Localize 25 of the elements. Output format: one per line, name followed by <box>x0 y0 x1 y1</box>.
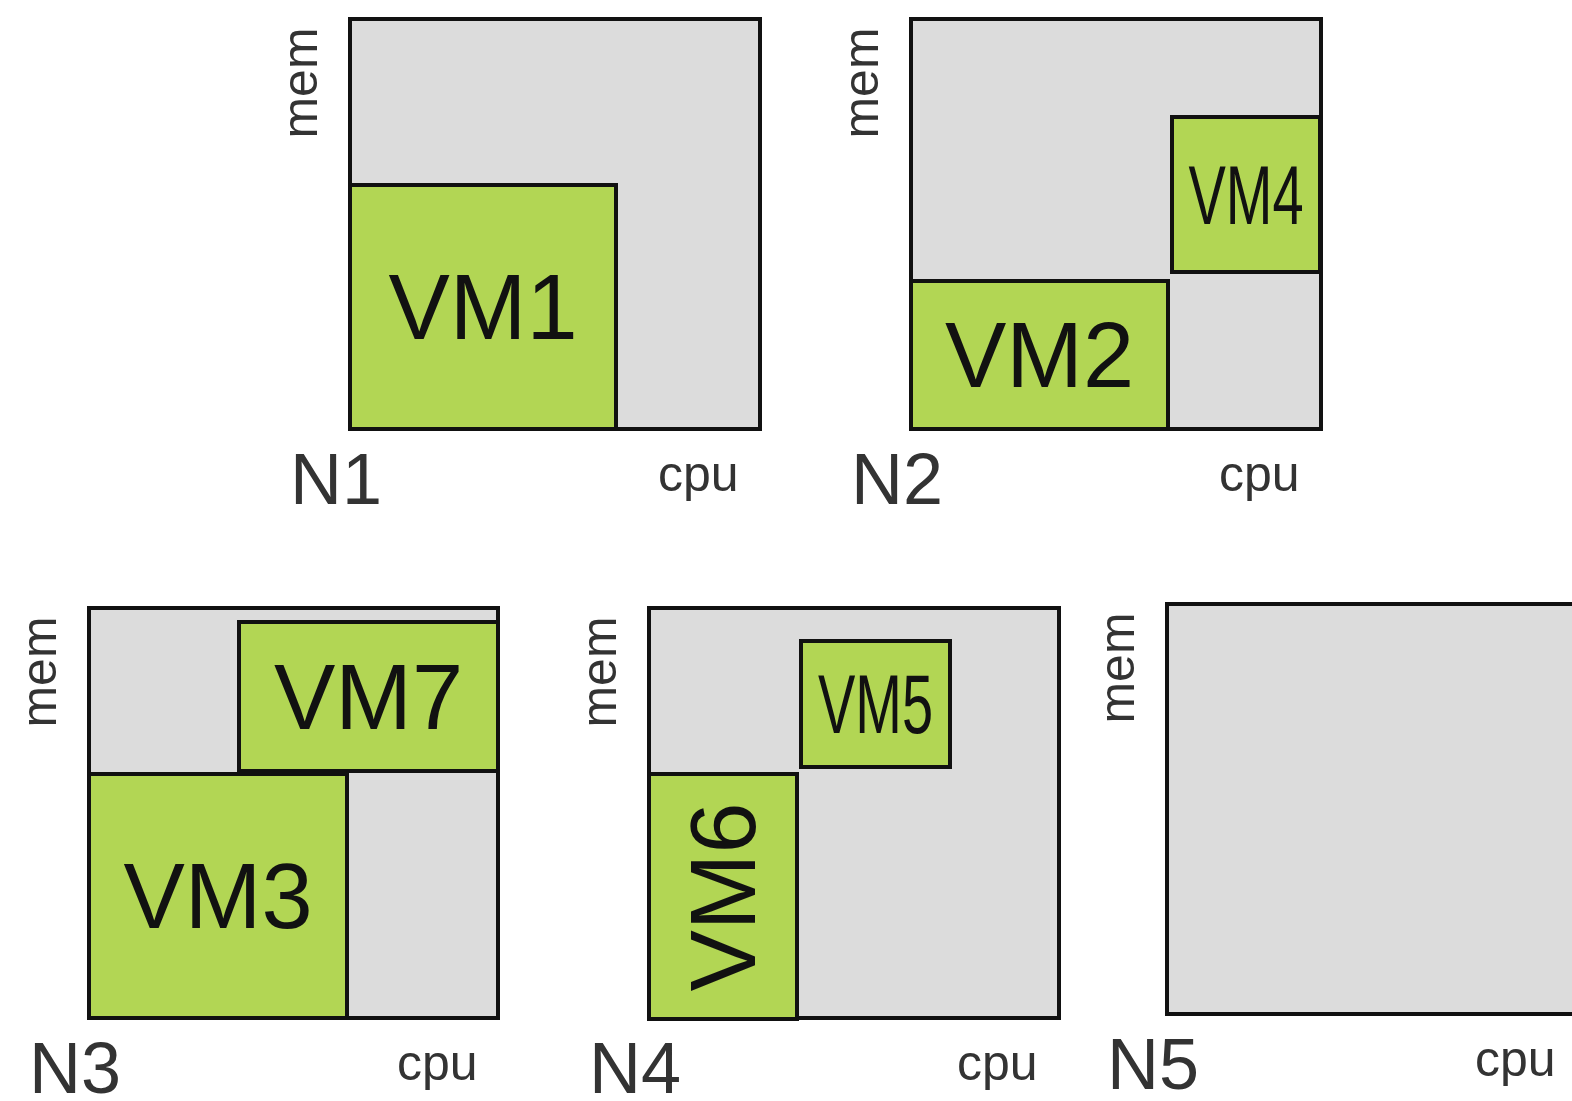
node-label: N3 <box>29 1032 122 1101</box>
node-label: N2 <box>851 443 944 515</box>
axis-label: cpu <box>1475 1034 1556 1084</box>
axis-label: mem <box>14 616 64 728</box>
vm-box <box>799 639 952 769</box>
axis-label: mem <box>275 27 325 139</box>
vm-label: VM6 <box>677 801 769 992</box>
axis-label: cpu <box>957 1038 1038 1088</box>
node-label: N4 <box>589 1032 682 1101</box>
axis-label: mem <box>836 27 886 139</box>
axis-label: cpu <box>1219 449 1300 499</box>
axis-label: mem <box>574 616 624 728</box>
vm-box <box>1170 115 1322 274</box>
node-label: N1 <box>290 443 383 515</box>
vm-label: VM3 <box>123 850 313 942</box>
vm-label: VM5 <box>817 662 934 746</box>
vm-label: VM1 <box>388 261 578 353</box>
axis-label: cpu <box>397 1038 478 1088</box>
axis-label: cpu <box>658 449 739 499</box>
vm-box <box>647 772 799 1021</box>
node-label: N5 <box>1107 1028 1200 1100</box>
vm-label: VM4 <box>1188 152 1304 237</box>
vm-label: VM7 <box>273 650 464 743</box>
axis-label: mem <box>1092 612 1142 724</box>
vm-label: VM2 <box>944 309 1135 401</box>
